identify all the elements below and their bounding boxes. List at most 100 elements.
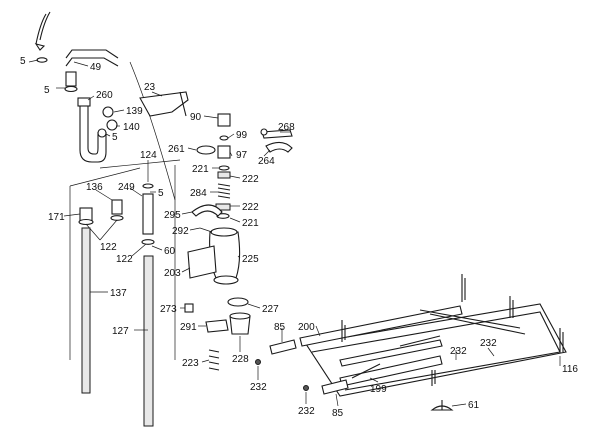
label-223: 223 xyxy=(182,358,199,369)
label-292: 292 xyxy=(172,226,189,237)
label-268: 268 xyxy=(278,122,295,133)
label-232: 232 xyxy=(480,338,497,349)
label-221: 221 xyxy=(242,218,259,229)
ring-140 xyxy=(106,119,118,131)
bracket-body xyxy=(139,91,189,117)
leader-lines xyxy=(28,59,561,407)
leader-5 xyxy=(28,59,39,63)
screw-232-a xyxy=(255,359,261,365)
trap-cap xyxy=(77,97,91,107)
leader-225 xyxy=(237,255,241,259)
leader-292 xyxy=(189,227,201,231)
washer-99 xyxy=(219,135,229,141)
frame-cross xyxy=(419,309,526,335)
leader-85b xyxy=(335,393,339,407)
label-90: 90 xyxy=(190,112,202,123)
leader-122b xyxy=(131,243,147,257)
clip-85-b xyxy=(321,379,349,395)
label-222: 222 xyxy=(242,202,259,213)
frame-uprights xyxy=(341,274,561,352)
washer-171 xyxy=(78,218,94,226)
leader-97 xyxy=(229,151,233,157)
leader-199 xyxy=(369,377,379,383)
label-228: 228 xyxy=(232,354,249,365)
oring-227 xyxy=(227,297,249,307)
label-136: 136 xyxy=(86,182,103,193)
fitting-136 xyxy=(111,199,123,215)
label-171: 171 xyxy=(48,212,65,223)
label-264: 264 xyxy=(258,156,275,167)
nut-222-a xyxy=(217,171,231,179)
clip-85-a xyxy=(269,339,297,355)
label-221: 221 xyxy=(192,164,209,175)
frame-foot xyxy=(431,370,436,386)
washer-122-b xyxy=(141,239,155,245)
label-291: 291 xyxy=(180,322,197,333)
label-116: 116 xyxy=(562,364,578,375)
rail-199-b xyxy=(339,339,443,367)
ring-221-a xyxy=(218,165,230,171)
label-249: 249 xyxy=(118,182,135,193)
label-261: 261 xyxy=(168,144,185,155)
part-labels: 5 49 5 260 139 140 5 23 90 99 97 261 221… xyxy=(20,56,578,419)
label-199: 199 xyxy=(370,384,387,395)
bolt-291 xyxy=(205,319,229,333)
spring-284 xyxy=(217,183,231,199)
ring-221-b xyxy=(216,213,230,219)
leader-260 xyxy=(87,95,95,101)
leader-23 xyxy=(151,91,163,97)
leader-90 xyxy=(203,115,219,119)
label-122: 122 xyxy=(116,254,133,265)
hose-49-bend-inner xyxy=(65,57,119,67)
ring-268 xyxy=(260,128,268,136)
label-203: 203 xyxy=(164,268,181,279)
pipes-left xyxy=(78,183,155,427)
pipe-137 xyxy=(81,227,91,394)
label-85: 85 xyxy=(274,322,286,333)
leader-122a xyxy=(85,219,118,241)
leader-227 xyxy=(247,303,261,309)
hose-49-top-outer xyxy=(35,13,47,45)
label-5: 5 xyxy=(44,85,50,96)
leader-60 xyxy=(151,245,163,251)
label-60: 60 xyxy=(164,246,176,257)
leader-203 xyxy=(181,267,191,273)
rail-200 xyxy=(299,305,463,347)
valve-stack xyxy=(184,113,251,371)
housing-top xyxy=(210,227,238,237)
label-232: 232 xyxy=(298,406,315,417)
leader-61 xyxy=(451,403,467,407)
label-5: 5 xyxy=(112,132,118,143)
label-200: 200 xyxy=(298,322,315,333)
label-295: 295 xyxy=(164,210,181,221)
clip-273 xyxy=(184,303,194,313)
leader-223 xyxy=(201,359,210,363)
hose-end xyxy=(34,43,46,51)
label-225: 225 xyxy=(242,254,259,265)
frame-uprights-b xyxy=(344,278,564,352)
leader-5c xyxy=(105,133,111,137)
frame-outline-inner xyxy=(311,311,561,391)
valve-249 xyxy=(142,193,154,235)
screw-232-b xyxy=(303,385,309,391)
label-99: 99 xyxy=(236,130,248,141)
label-49: 49 xyxy=(90,62,102,73)
cup-rim xyxy=(229,312,251,320)
label-5: 5 xyxy=(20,56,26,67)
label-140: 140 xyxy=(123,122,140,133)
knob-90 xyxy=(217,113,231,127)
washer-124 xyxy=(142,183,154,189)
bracket-arm xyxy=(179,91,187,117)
label-260: 260 xyxy=(96,90,113,101)
washer-5-b xyxy=(64,85,78,93)
label-85: 85 xyxy=(332,408,344,419)
leader-221b xyxy=(229,217,241,223)
label-232: 232 xyxy=(450,346,467,357)
pipe-127 xyxy=(143,255,154,427)
bracket-23 xyxy=(139,91,189,117)
label-97: 97 xyxy=(236,150,248,161)
trap-260 xyxy=(79,104,107,163)
plate-203 xyxy=(187,245,217,279)
guide-line-a xyxy=(129,61,176,201)
label-122: 122 xyxy=(100,242,117,253)
